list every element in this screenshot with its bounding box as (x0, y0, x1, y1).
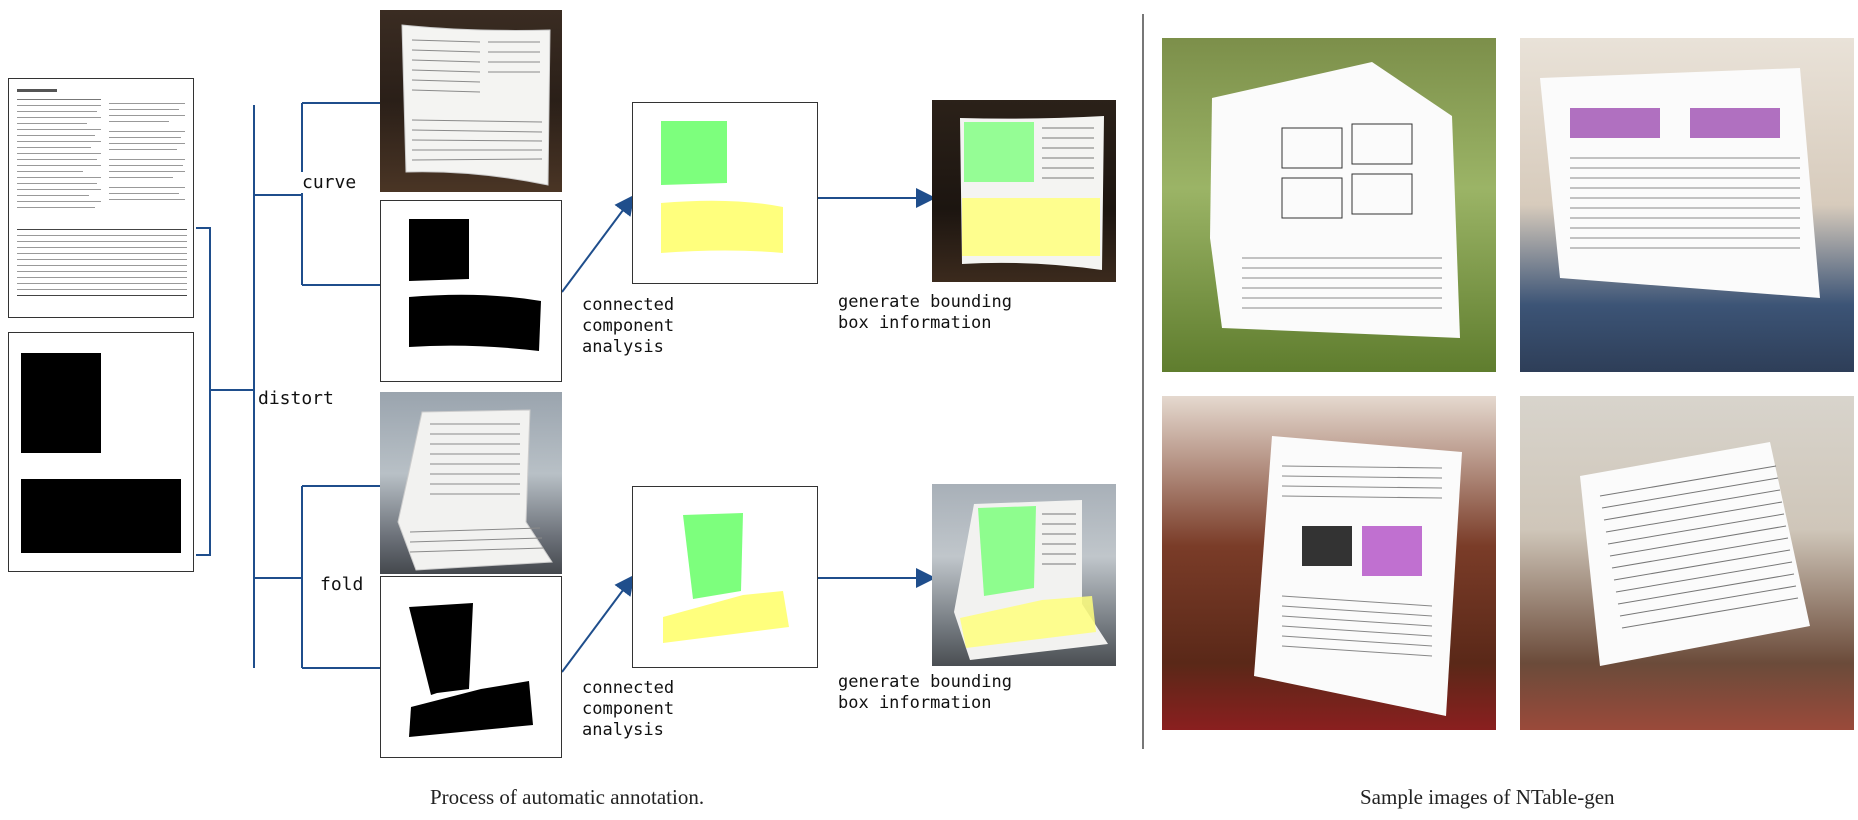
text-column-right (109, 103, 185, 223)
fold-mask (380, 576, 562, 758)
sample-image-4 (1520, 396, 1854, 730)
label-distort: distort (256, 388, 336, 409)
text-column-left (17, 89, 101, 289)
label-bbox-fold: generate bounding box information (838, 672, 1012, 713)
curve-components (632, 102, 818, 284)
mask-block-bottom (21, 479, 181, 553)
caption-right: Sample images of NTable-gen (1360, 785, 1615, 809)
mask-block-top (21, 353, 101, 453)
curve-mask (380, 200, 562, 382)
curve-photo (380, 10, 562, 192)
sample-image-1 (1162, 38, 1496, 372)
label-curve: curve (300, 172, 359, 193)
label-cca-fold: connected component analysis (582, 678, 675, 740)
caption-left: Process of automatic annotation. (430, 785, 705, 809)
label-cca-curve: connected component analysis (582, 295, 675, 357)
fold-photo (380, 392, 562, 574)
label-bbox-curve: generate bounding box information (838, 292, 1012, 333)
fold-components (632, 486, 818, 668)
source-document-page (8, 78, 194, 318)
curve-bbox-result (932, 100, 1116, 282)
label-fold: fold (318, 574, 366, 595)
sample-image-3 (1162, 396, 1496, 730)
fold-bbox-result (932, 484, 1116, 666)
bottom-table (17, 229, 187, 309)
sample-image-2 (1520, 38, 1854, 372)
source-table-mask (8, 332, 194, 572)
section-divider (1142, 14, 1144, 749)
